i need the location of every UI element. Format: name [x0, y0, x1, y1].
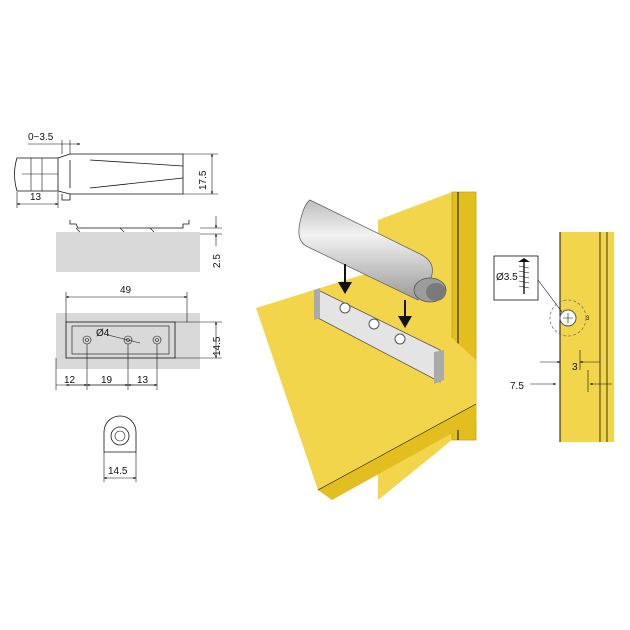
down-arrow-icon: [398, 300, 412, 328]
cabinet-shelf-top: [256, 270, 476, 490]
spacing-label-1: 12: [64, 375, 76, 386]
push-latch-side-profile: [14, 153, 184, 201]
edge-thickness-label: 2.5: [212, 254, 223, 268]
screw-diameter-label: Ø3.5: [496, 272, 518, 283]
mounting-plate: [314, 288, 444, 384]
edge-view-background: [56, 232, 200, 272]
end-view: 14.5: [103, 415, 137, 482]
plate-height-label: 14.5: [212, 336, 223, 356]
mounting-plate-outline: [65, 321, 176, 359]
side-width-label: 13: [30, 192, 42, 203]
side-view: 0~3.5 13 17.5: [14, 132, 218, 208]
plate-view: 49 Ø4 14.5 12 19 13: [55, 285, 223, 390]
detail-depth-label: 3: [572, 362, 578, 373]
spacing-label-3: 13: [137, 375, 149, 386]
end-width-label: 14.5: [108, 466, 128, 477]
cabinet-illustration: [256, 191, 477, 500]
travel-dimension-label: 0~3.5: [28, 132, 54, 143]
spacing-label-2: 19: [101, 375, 113, 386]
plate-length-label: 49: [120, 285, 132, 296]
push-latch-body: [298, 199, 447, 303]
detail-panel: [560, 232, 614, 442]
screw-icon: [518, 258, 530, 294]
edge-view: 2.5: [56, 216, 223, 272]
detail-view: Ø3.5 3 3 7.5: [493, 232, 614, 442]
screw-detail-box: [493, 255, 539, 301]
down-arrow-icon: [338, 264, 352, 294]
cabinet-shelf-front: [318, 404, 476, 500]
hole-diameter-label: Ø4: [96, 328, 110, 339]
detail-offset-label: 7.5: [510, 381, 524, 392]
detail-small-label: 3: [586, 316, 590, 322]
side-height-label: 17.5: [198, 170, 209, 190]
